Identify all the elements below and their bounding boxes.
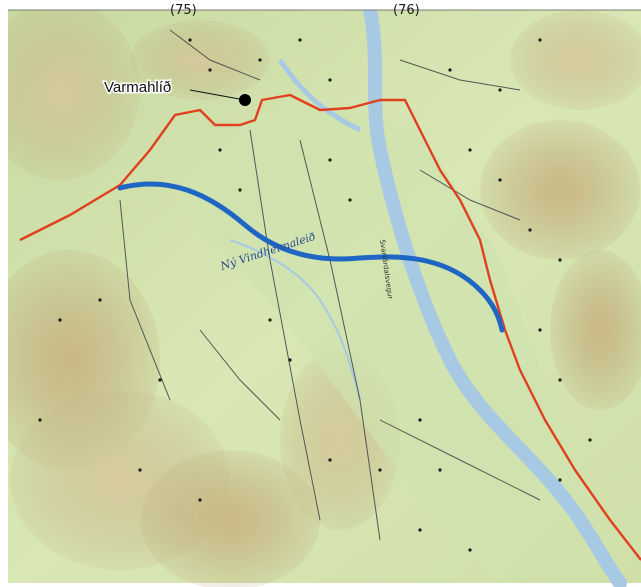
proposed-road-blue (117, 181, 505, 333)
route-number-76: (76) (393, 3, 420, 18)
town-leader-line (189, 89, 246, 101)
valley-lowland (150, 100, 620, 583)
farm-markers (38, 38, 592, 552)
existing-road-1-red (19, 93, 641, 561)
route-number-75: (75) (170, 3, 197, 18)
town-label: Varmahlíð (104, 79, 171, 96)
river-heradsvotn (363, 3, 627, 587)
stream (229, 239, 361, 401)
town-marker (239, 94, 251, 106)
town-label-halo: Varmahlíð (104, 79, 171, 96)
minor-road-network (119, 29, 541, 541)
river-tributary (277, 58, 362, 133)
